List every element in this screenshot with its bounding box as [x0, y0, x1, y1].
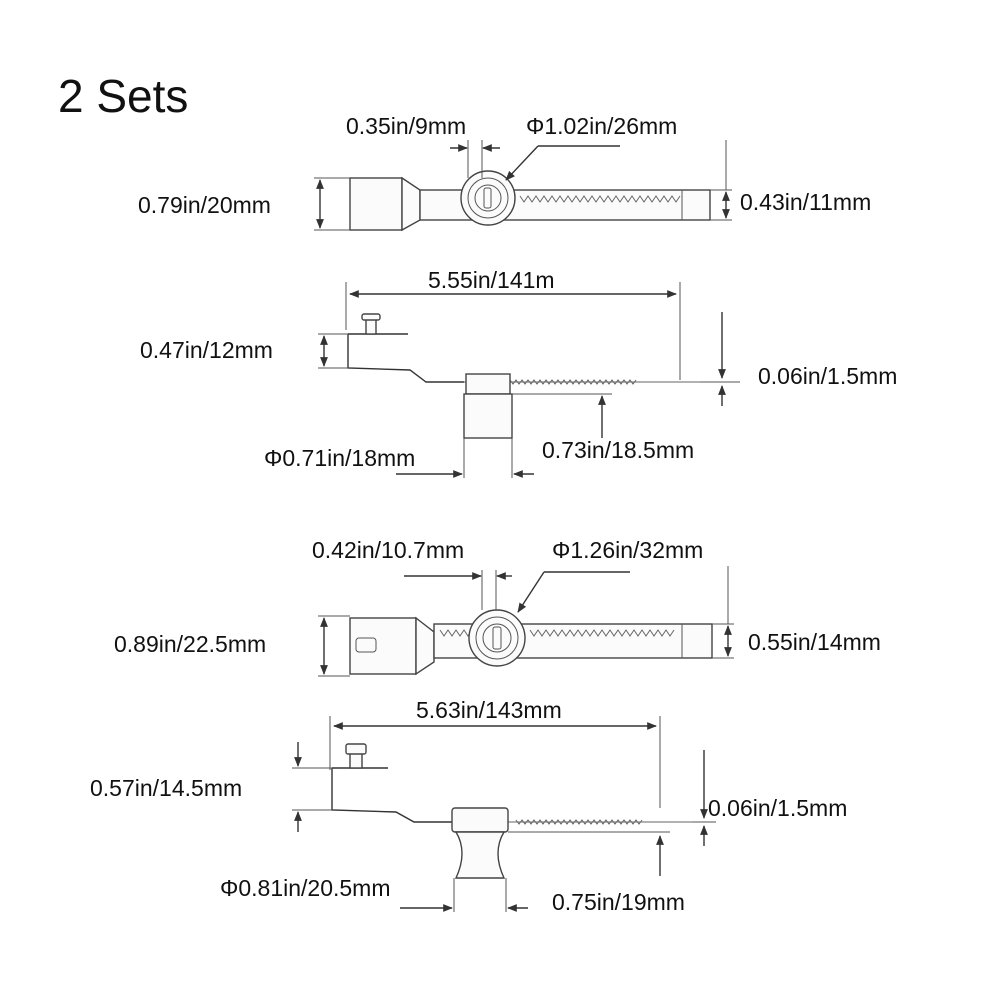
keyhole-icon [483, 187, 492, 209]
dim-bracket-height: 0.57in/14.5mm [90, 775, 242, 801]
end-plate [349, 177, 403, 231]
cylinder-cap [465, 373, 511, 395]
dim-cylinder-diameter: Φ1.26in/32mm [552, 537, 703, 563]
lock-cylinder [468, 609, 526, 667]
large-lock-side-view: 5.63in/143mm 0.57in/14.5mm 0.06in/1.5mm … [90, 697, 847, 915]
dim-bar-thickness: 0.06in/1.5mm [758, 363, 897, 389]
dim-bar-thickness: 0.06in/1.5mm [708, 795, 847, 821]
small-lock-side-view: 5.55in/141m 0.47in/12mm 0.06in/1.5mm 0.7… [140, 267, 897, 478]
dim-bar-height: 0.55in/14mm [748, 629, 881, 655]
dim-bracket-height: 0.47in/12mm [140, 337, 273, 363]
dim-length: 5.63in/143mm [416, 697, 562, 723]
taper [415, 616, 435, 676]
cylinder-cap [451, 807, 509, 833]
dim-cylinder-depth: 0.75in/19mm [552, 889, 685, 915]
dim-end-height: 0.89in/22.5mm [114, 631, 266, 657]
page-title: 2 Sets [58, 70, 188, 122]
dim-key-offset: 0.35in/9mm [346, 113, 466, 139]
dim-bar-height: 0.43in/11mm [740, 189, 871, 215]
small-lock-top-view: 0.35in/9mm Φ1.02in/26mm 0.79in/20mm 0.43… [138, 113, 871, 232]
cylinder-body [454, 831, 506, 879]
dim-body-diameter: Φ0.71in/18mm [264, 445, 415, 471]
dim-body-diameter: Φ0.81in/20.5mm [220, 875, 391, 901]
dim-cylinder-diameter: Φ1.02in/26mm [526, 113, 677, 139]
large-lock-top-view: 0.42in/10.7mm Φ1.26in/32mm 0.89in/22.5mm… [114, 537, 881, 677]
dim-cylinder-depth: 0.73in/18.5mm [542, 437, 694, 463]
dim-end-height: 0.79in/20mm [138, 192, 271, 218]
end-plate [349, 617, 417, 675]
dim-key-offset: 0.42in/10.7mm [312, 537, 464, 563]
cylinder-body [463, 393, 513, 439]
lock-cylinder [460, 170, 516, 226]
dim-length: 5.55in/141m [428, 267, 555, 293]
keyhole-icon [492, 626, 502, 650]
slot-icon [355, 637, 377, 653]
taper [401, 176, 421, 232]
